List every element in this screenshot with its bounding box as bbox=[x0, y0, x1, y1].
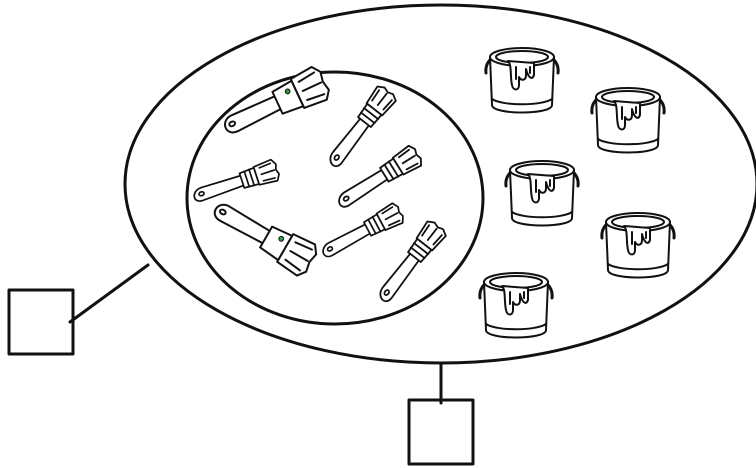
paintbrush-icon bbox=[321, 82, 399, 173]
paintbrush-icon bbox=[189, 157, 282, 208]
paintbrush-icon bbox=[206, 191, 322, 280]
paintbrush-icon bbox=[316, 200, 407, 264]
paintbrush-icon bbox=[371, 217, 449, 308]
brushes-subset-circle bbox=[185, 70, 485, 326]
connector-left bbox=[68, 263, 150, 324]
answer-box-left[interactable] bbox=[7, 288, 75, 356]
paint-can-icon bbox=[478, 271, 554, 339]
paint-can-icon bbox=[484, 46, 560, 114]
paint-can-icon bbox=[590, 86, 666, 154]
answer-box-bottom[interactable] bbox=[407, 398, 475, 466]
paint-can-icon bbox=[600, 211, 676, 279]
paint-can-icon bbox=[504, 159, 580, 227]
